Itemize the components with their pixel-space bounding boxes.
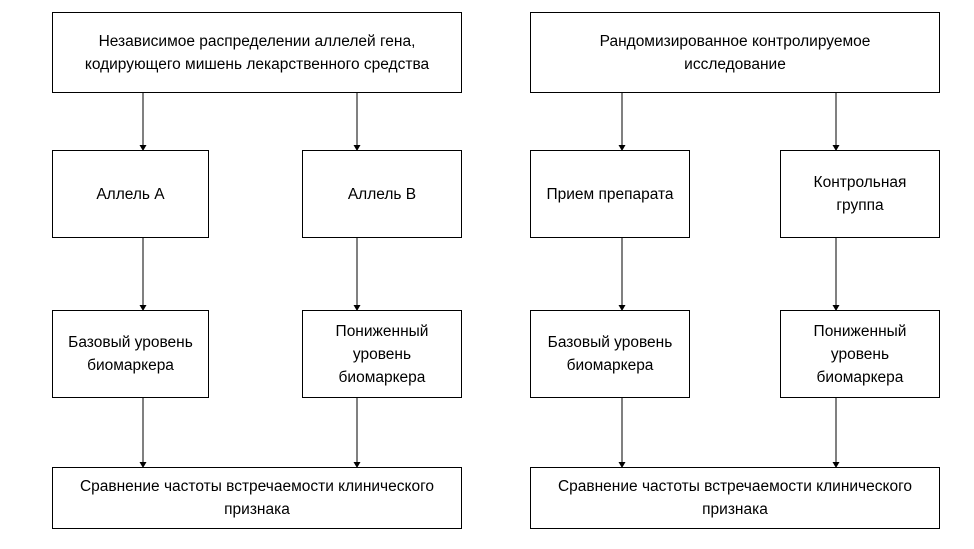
right-biomarker-b-box: Пониженный уровень биомаркера bbox=[780, 310, 940, 398]
left-allele-a-box: Аллель А bbox=[52, 150, 209, 238]
right-control-box: Контрольная группа bbox=[780, 150, 940, 238]
left-bottom-box: Сравнение частоты встречаемости клиничес… bbox=[52, 467, 462, 529]
left-allele-b-label: Аллель В bbox=[347, 185, 417, 203]
right-drug-label: Прием препарата bbox=[546, 185, 674, 203]
right-top-box: Рандомизированное контролируемое исследо… bbox=[530, 12, 940, 93]
right-bottom-box-label: Сравнение частоты встречаемости клиничес… bbox=[557, 478, 913, 518]
left-allele-a-label: Аллель А bbox=[96, 185, 165, 203]
right-biomarker-a-box: Базовый уровень биомаркера bbox=[530, 310, 690, 398]
left-bottom-box-label: Сравнение частоты встречаемости клиничес… bbox=[79, 478, 435, 518]
left-biomarker-a-box: Базовый уровень биомаркера bbox=[52, 310, 209, 398]
right-biomarker-b-label: Пониженный уровень биомаркера bbox=[813, 322, 907, 386]
left-allele-b-box: Аллель В bbox=[302, 150, 462, 238]
left-top-box-label: Независимое распределении аллелей гена, … bbox=[84, 32, 430, 73]
right-drug-box: Прием препарата bbox=[530, 150, 690, 238]
right-control-label: Контрольная группа bbox=[813, 174, 907, 214]
left-biomarker-b-label: Пониженный уровень биомаркера bbox=[335, 322, 429, 386]
right-biomarker-a-label: Базовый уровень биомаркера bbox=[547, 334, 673, 374]
right-bottom-box: Сравнение частоты встречаемости клиничес… bbox=[530, 467, 940, 529]
left-biomarker-a-label: Базовый уровень биомаркера bbox=[68, 334, 193, 374]
right-top-box-label: Рандомизированное контролируемое исследо… bbox=[599, 32, 871, 73]
left-top-box: Независимое распределении аллелей гена, … bbox=[52, 12, 462, 93]
left-biomarker-b-box: Пониженный уровень биомаркера bbox=[302, 310, 462, 398]
